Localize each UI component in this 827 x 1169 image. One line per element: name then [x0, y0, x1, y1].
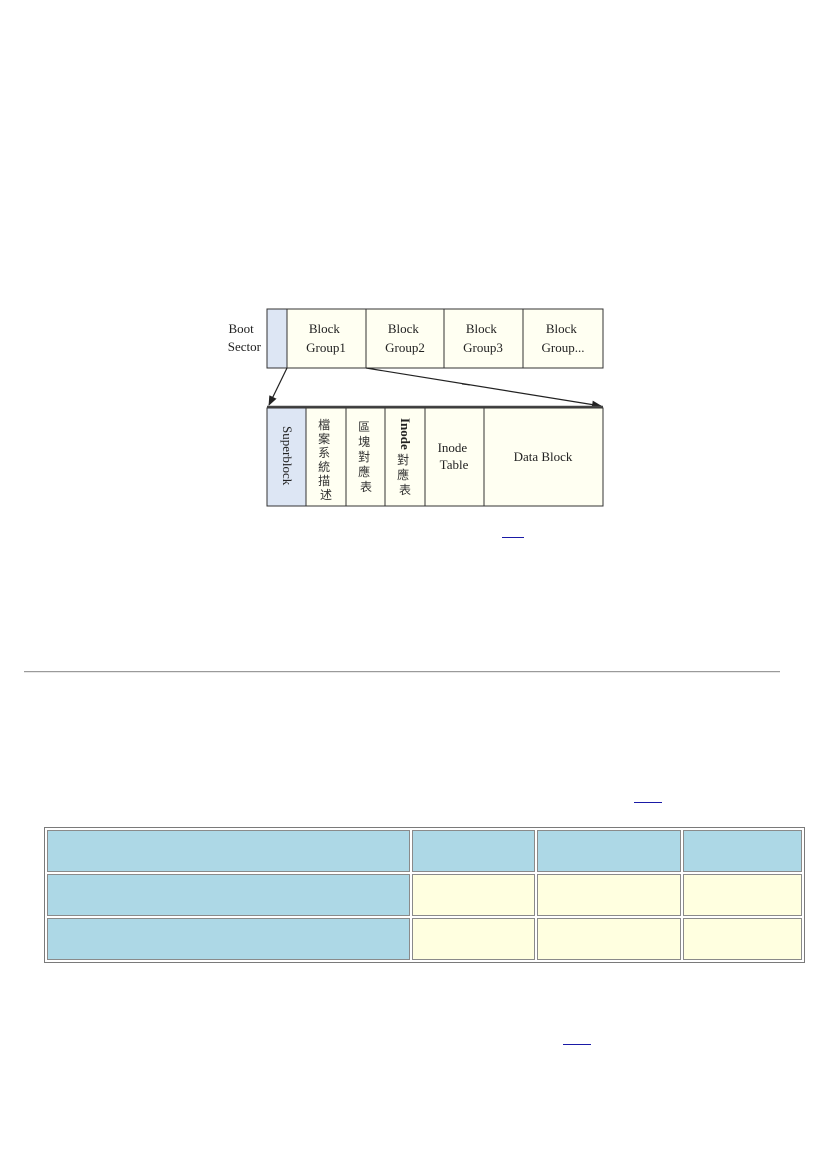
table-cell [537, 918, 681, 960]
boot-sector-box [266, 308, 288, 369]
svg-text:對 應 表: 對 應 表 [397, 453, 413, 497]
block-group-2: Block Group2 [365, 308, 445, 369]
svg-text:Block Group1: Block Group1 [306, 321, 346, 355]
comparison-table [44, 827, 805, 963]
footnote-link[interactable] [563, 1044, 591, 1045]
svg-text:Block Group2: Block Group2 [385, 321, 425, 355]
table-header-cell [682, 830, 802, 872]
table-header-cell [412, 830, 536, 872]
inode-bitmap-box: Inode 對 應 表 [384, 407, 426, 507]
expand-arrow-right [365, 367, 602, 409]
inode-table-box: Inode Table [424, 407, 485, 507]
table-cell [682, 918, 802, 960]
tick-mark [461, 383, 471, 386]
data-block-box: Data Block [483, 407, 604, 507]
svg-text:Data Block: Data Block [514, 449, 573, 464]
svg-text:檔 案 系 統: 檔 案 系 統 描 述 [318, 418, 334, 502]
table-header-cell [47, 830, 411, 872]
section-divider [24, 671, 780, 673]
table-row [47, 874, 802, 916]
block-bitmap-box: 區 塊 對 應 表 [345, 407, 386, 507]
table-row-header [47, 918, 411, 960]
block-group-more: Block Group... [522, 308, 604, 369]
svg-text:Inode: Inode [398, 418, 413, 450]
table-row-header [47, 874, 411, 916]
table-cell [412, 918, 536, 960]
filesystem-diagram: Boot Sector Block Group1 Block Group2 Bl… [228, 308, 604, 507]
block-group-3: Block Group3 [443, 308, 524, 369]
table-cell [537, 874, 681, 916]
footnote-link[interactable] [634, 802, 662, 803]
fs-description-box: 檔 案 系 統 描 述 [305, 407, 347, 507]
footnote-link[interactable] [502, 537, 524, 538]
block-group-1: Block Group1 [286, 308, 367, 369]
table-row [47, 918, 802, 960]
table-header-row [47, 830, 802, 872]
superblock-box: Superblock [266, 407, 307, 507]
svg-text:Block Group3: Block Group3 [463, 321, 503, 355]
svg-text:區 塊 對 應: 區 塊 對 應 表 [358, 420, 374, 494]
svg-text:Inode Table: Inode Table [438, 440, 471, 472]
expand-arrow-left [268, 367, 288, 406]
boot-sector-label: Boot Sector [228, 321, 262, 354]
table-cell [682, 874, 802, 916]
table-cell [412, 874, 536, 916]
table-header-cell [537, 830, 681, 872]
svg-text:Block Group...: Block Group... [542, 321, 585, 355]
svg-text:Superblock: Superblock [280, 426, 295, 486]
